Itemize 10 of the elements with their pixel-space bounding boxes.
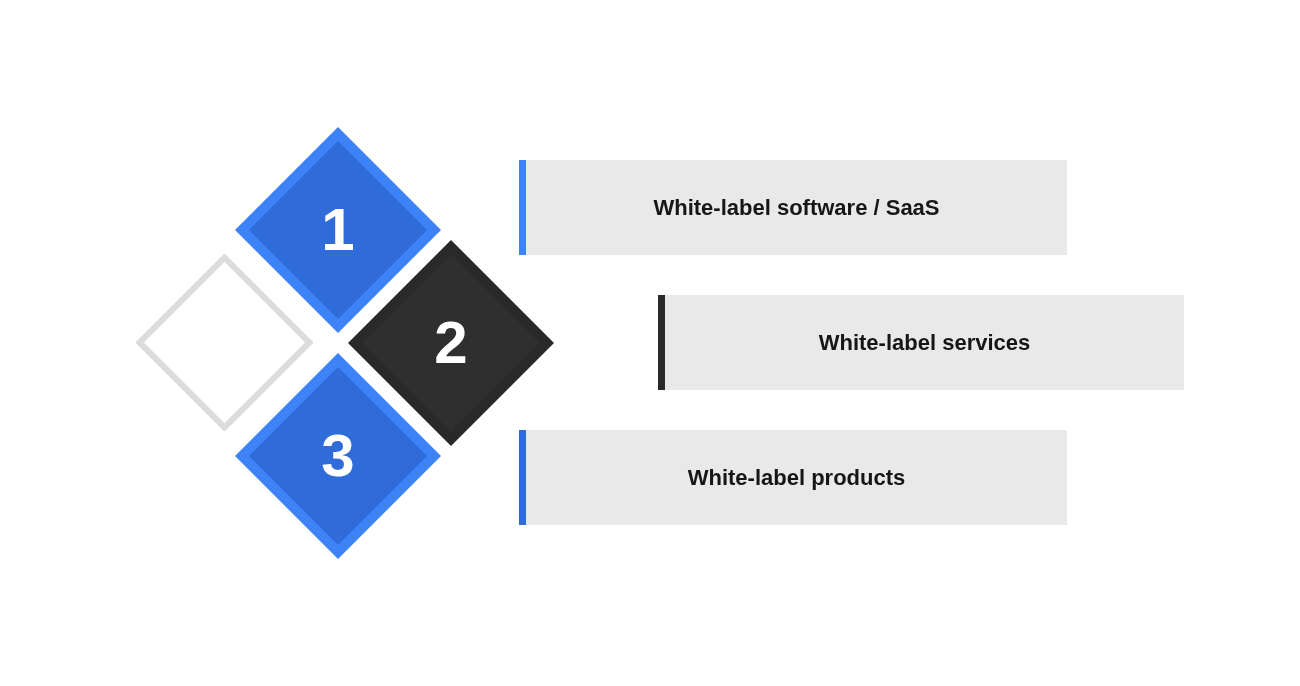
step-number: 3 bbox=[321, 426, 355, 486]
outline-diamond bbox=[136, 254, 313, 431]
label-bar bbox=[658, 295, 1184, 390]
step-number: 2 bbox=[434, 313, 468, 373]
item-label: White-label products bbox=[687, 464, 906, 492]
label-bar bbox=[519, 430, 1067, 525]
step-number: 1 bbox=[321, 200, 355, 260]
item-label: White-label software / SaaS bbox=[653, 194, 940, 222]
item-label: White-label services bbox=[818, 329, 1031, 357]
label-bar bbox=[519, 160, 1067, 255]
